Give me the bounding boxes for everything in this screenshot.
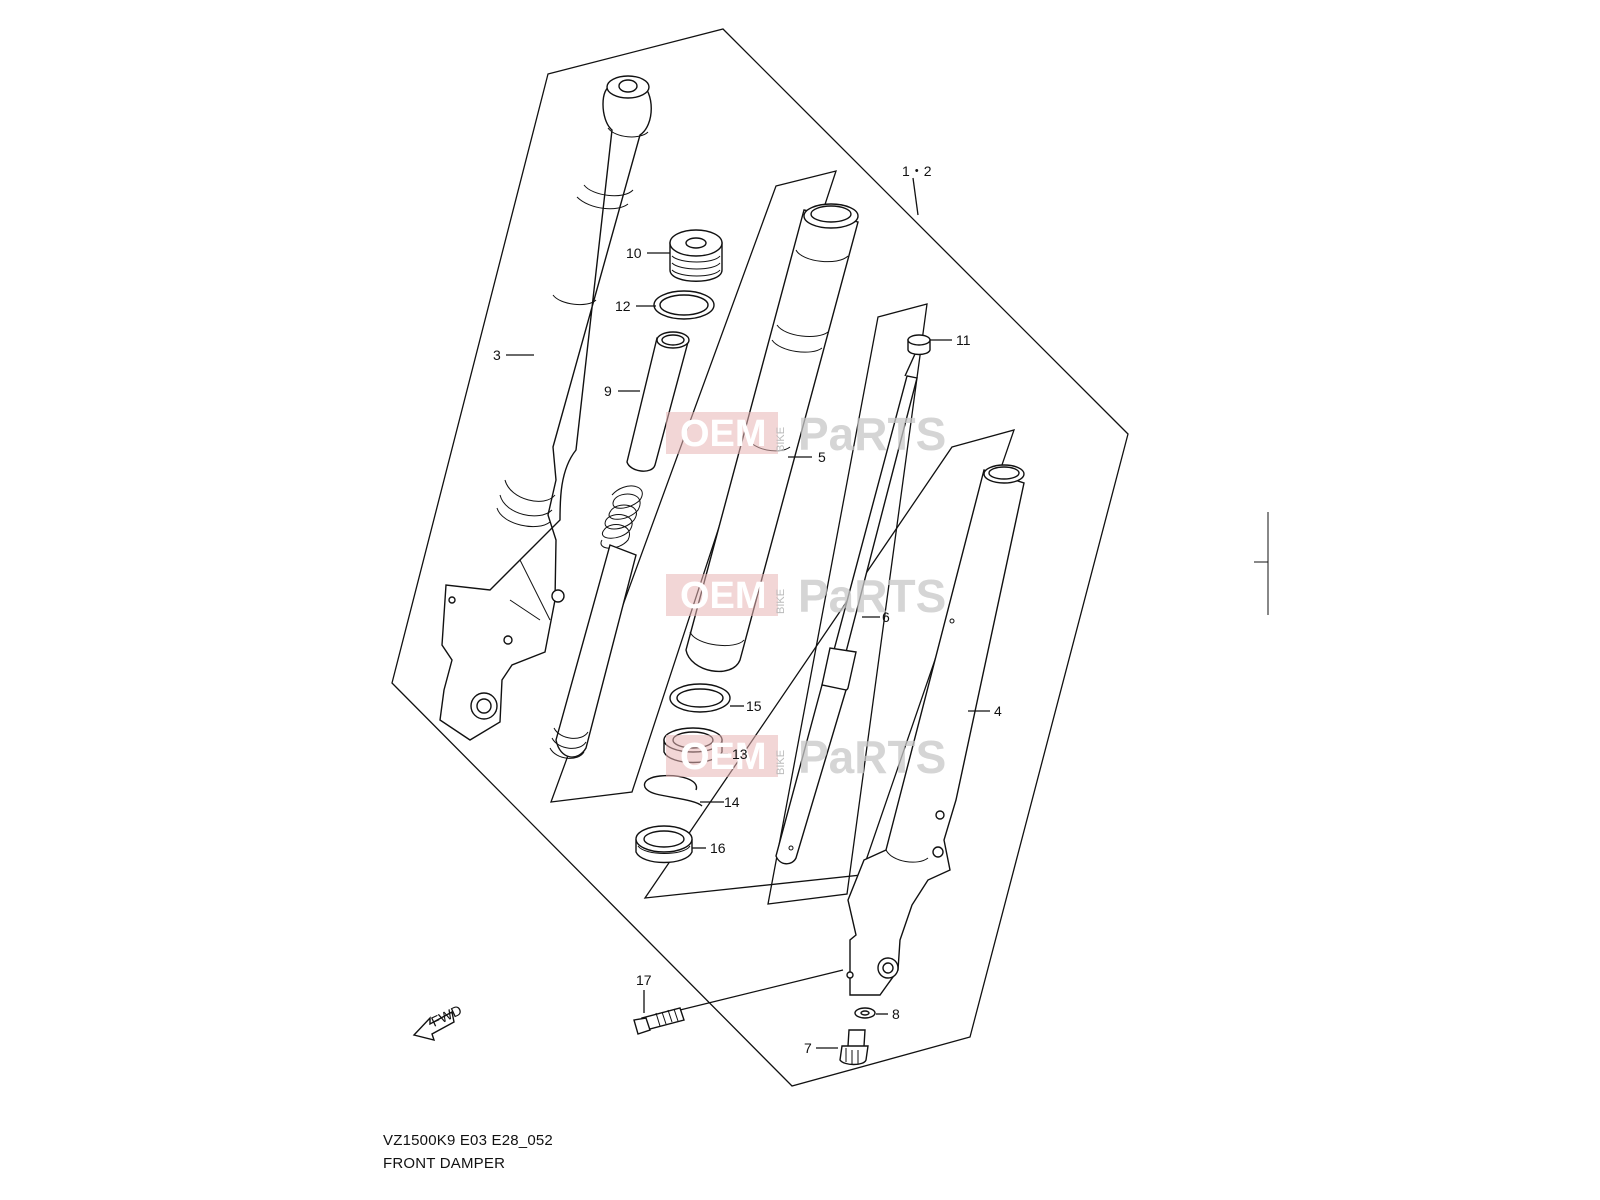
part-16-dust-seal[interactable] bbox=[635, 825, 693, 864]
callout-16[interactable]: 16 bbox=[710, 840, 726, 856]
callout-12[interactable]: 12 bbox=[615, 298, 631, 314]
part-3-outer-tube-assembly[interactable] bbox=[439, 75, 652, 741]
part-17-bolt[interactable] bbox=[633, 1007, 685, 1035]
watermark-row-1: OEM BIKE PaRTS bbox=[666, 408, 946, 460]
watermark-oem: OEM bbox=[680, 575, 767, 617]
callout-5[interactable]: 5 bbox=[818, 449, 826, 465]
callout-8[interactable]: 8 bbox=[892, 1006, 900, 1022]
assembly-label: 1・2 bbox=[902, 163, 932, 179]
watermark-oem: OEM bbox=[680, 736, 767, 778]
watermark: OEM BIKE PaRTS OEM BIKE PaRTS OEM BIKE P… bbox=[666, 408, 946, 783]
part-11-nut[interactable] bbox=[907, 334, 931, 356]
callout-14[interactable]: 14 bbox=[724, 794, 740, 810]
part-12-o-ring[interactable] bbox=[653, 290, 715, 320]
fork-spring bbox=[549, 485, 643, 759]
callout-3[interactable]: 3 bbox=[493, 347, 501, 363]
callout-17[interactable]: 17 bbox=[636, 972, 652, 988]
fwd-arrow: FWD bbox=[412, 1002, 464, 1041]
part-7-drain-screw[interactable] bbox=[839, 1029, 869, 1066]
watermark-parts: PaRTS bbox=[798, 408, 946, 460]
watermark-parts: PaRTS bbox=[798, 570, 946, 622]
callout-7[interactable]: 7 bbox=[804, 1040, 812, 1056]
diagram-code: VZ1500K9 E03 E28_052 bbox=[383, 1132, 553, 1149]
assembly-outline bbox=[391, 28, 1129, 1087]
watermark-row-3: OEM BIKE PaRTS bbox=[666, 731, 946, 783]
part-6-damper-rod[interactable] bbox=[775, 353, 918, 865]
part-10-cap-bolt[interactable] bbox=[669, 229, 723, 282]
diagram-title: FRONT DAMPER bbox=[383, 1155, 506, 1172]
callout-15[interactable]: 15 bbox=[746, 698, 762, 714]
callout-9[interactable]: 9 bbox=[604, 383, 612, 399]
callout-13[interactable]: 13 bbox=[732, 746, 748, 762]
watermark-bike: BIKE bbox=[775, 589, 787, 614]
leader-lines bbox=[506, 177, 990, 1049]
callout-11[interactable]: 11 bbox=[956, 332, 971, 348]
callout-6[interactable]: 6 bbox=[882, 609, 890, 625]
callout-10[interactable]: 10 bbox=[626, 245, 642, 261]
part-15-washer[interactable] bbox=[669, 683, 731, 713]
part-4-outer-tube-assembly[interactable] bbox=[846, 464, 1025, 996]
watermark-bike: BIKE bbox=[775, 750, 787, 775]
part-9-spacer[interactable] bbox=[626, 331, 690, 472]
callout-4[interactable]: 4 bbox=[994, 703, 1002, 719]
part-14-stopper-ring[interactable] bbox=[643, 774, 703, 807]
watermark-parts: PaRTS bbox=[798, 731, 946, 783]
watermark-oem: OEM bbox=[680, 413, 767, 455]
sub-assembly-panel-5 bbox=[550, 170, 837, 803]
part-8-washer[interactable] bbox=[854, 1007, 876, 1019]
watermark-bike: BIKE bbox=[775, 427, 787, 452]
sub-assembly-panel-6 bbox=[767, 303, 928, 905]
watermark-row-2: OEM BIKE PaRTS bbox=[666, 570, 946, 622]
